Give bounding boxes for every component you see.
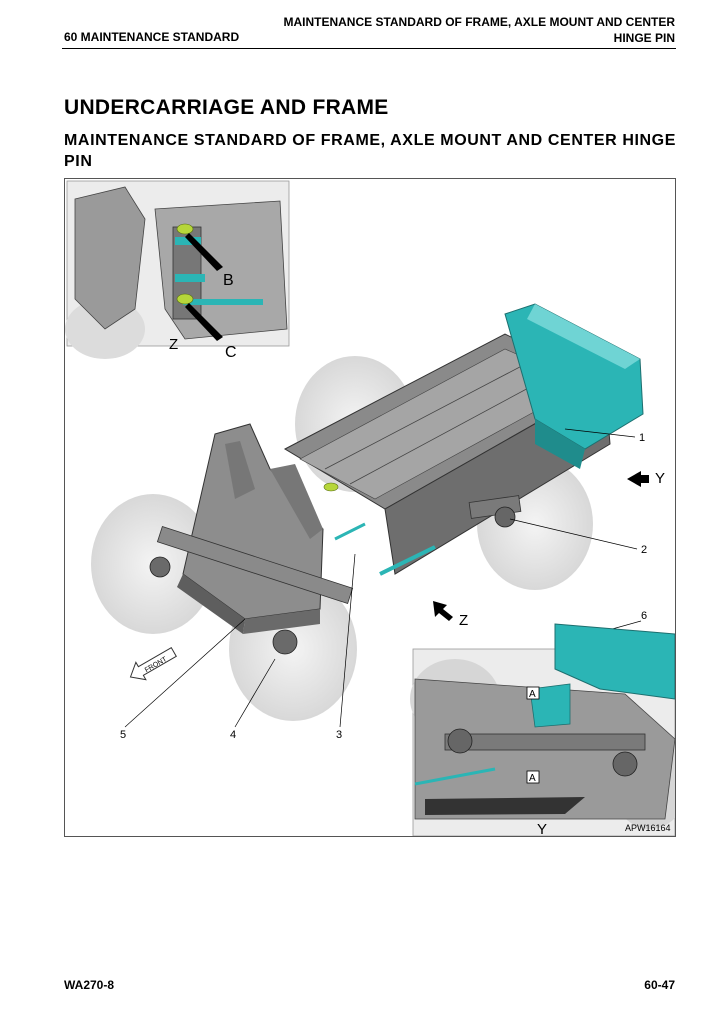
footer-page-number: 60-47 xyxy=(644,978,675,992)
label-a-top: A xyxy=(529,689,536,700)
footer-model: WA270-8 xyxy=(64,978,115,992)
label-a-bottom: A xyxy=(529,773,536,784)
label-b: B xyxy=(223,272,234,289)
header-title-line2: HINGE PIN xyxy=(613,31,675,45)
callout-4: 4 xyxy=(230,729,236,741)
header-title-line1: MAINTENANCE STANDARD OF FRAME, AXLE MOUN… xyxy=(283,15,675,29)
header-title: MAINTENANCE STANDARD OF FRAME, AXLE MOUN… xyxy=(255,14,675,46)
callout-5: 5 xyxy=(120,729,126,741)
callout-6: 6 xyxy=(641,610,647,622)
inset-y: A A Y APW16164 xyxy=(410,623,675,837)
label-z-arrow: Z xyxy=(459,612,468,629)
arrow-z xyxy=(433,601,453,621)
arrow-y xyxy=(627,471,649,487)
label-z-inset: Z xyxy=(169,336,178,353)
header-rule xyxy=(62,48,676,49)
undercarriage-illustration: B C Z xyxy=(65,180,675,837)
callout-2: 2 xyxy=(641,544,647,556)
label-y-arrow: Y xyxy=(655,470,665,487)
page-title: UNDERCARRIAGE AND FRAME xyxy=(64,96,389,119)
inset-z: B C Z xyxy=(65,180,290,361)
callout-1: 1 xyxy=(639,432,645,444)
label-y-inset: Y xyxy=(537,821,547,837)
front-arrow: FRONT xyxy=(129,646,177,681)
label-c: C xyxy=(225,344,237,361)
figure-code: APW16164 xyxy=(625,823,671,833)
page-subtitle: MAINTENANCE STANDARD OF FRAME, AXLE MOUN… xyxy=(64,132,676,170)
header-section: 60 MAINTENANCE STANDARD xyxy=(64,30,240,44)
callout-3: 3 xyxy=(336,729,342,741)
front-frame xyxy=(149,423,366,655)
rear-frame xyxy=(283,303,644,576)
figure-frame: B C Z xyxy=(64,178,676,837)
